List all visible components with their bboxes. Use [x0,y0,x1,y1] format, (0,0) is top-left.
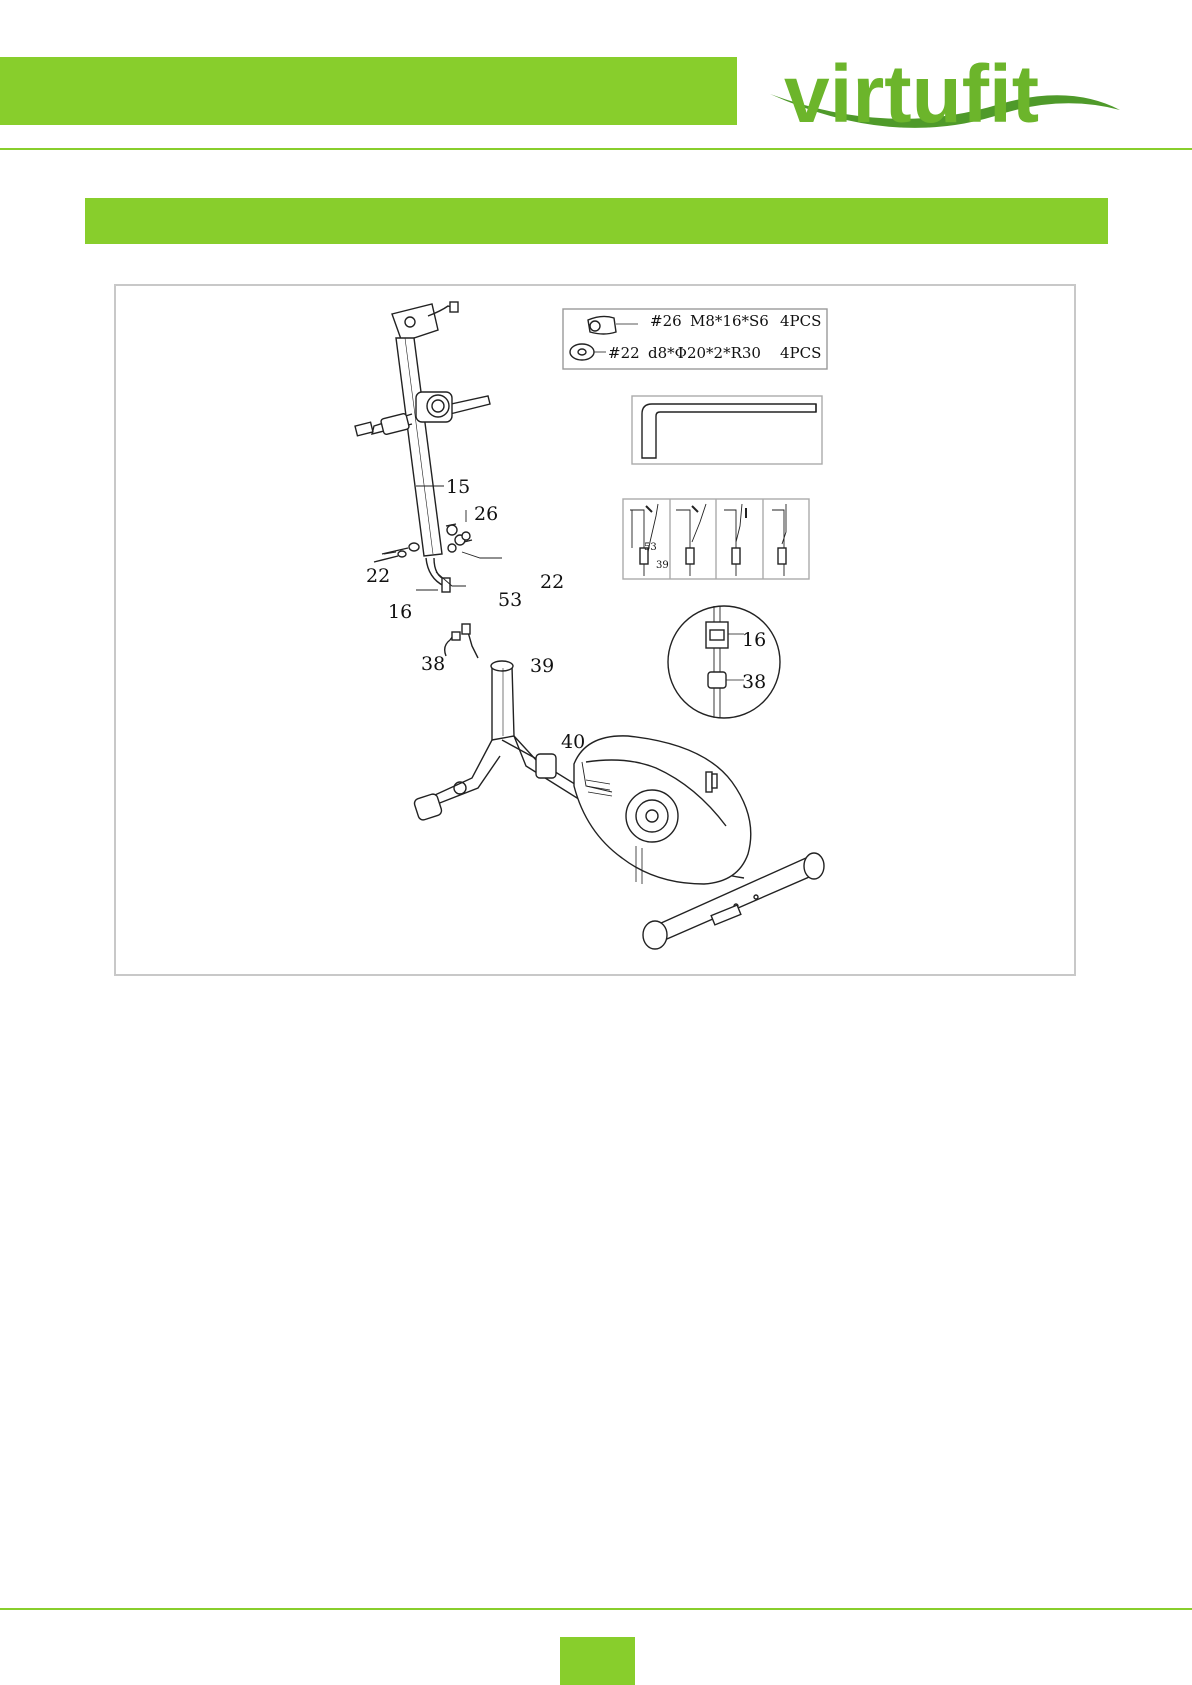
hardware-22-code: #22 [608,344,640,362]
connector-label-16: 16 [742,629,766,651]
hardware-22-spec: d8*Φ20*2*R30 [648,344,761,362]
part-label-26: 26 [474,503,498,525]
header-band [0,57,737,125]
part-label-39: 39 [530,655,554,677]
allen-key-box [632,396,822,464]
cable-routing-steps [623,499,809,579]
connector-label-38: 38 [742,671,766,693]
part-label-40: 40 [561,731,585,753]
logo-text: virtufit [784,49,1039,136]
upright-post [355,302,490,592]
brand-logo: virtufit [770,36,1122,136]
part-label-22-left: 22 [366,565,390,587]
connector-detail [668,606,780,718]
section-title-bar [85,198,1108,244]
part-label-22-right: 22 [540,571,564,593]
footer-rule [0,1608,1192,1610]
cable-step-label-53: 53 [644,542,657,553]
header-rule [0,148,1192,150]
part-label-15: 15 [446,476,470,498]
part-label-38: 38 [421,653,445,675]
hardware-26-code: #26 [650,312,682,330]
flywheel-cover [574,736,751,884]
assembly-drawing: #26 M8*16*S6 4PCS #22 d8*Φ20*2*R30 4PCS … [116,286,1074,974]
hardware-26-spec: M8*16*S6 [690,312,769,330]
page-number-box [560,1637,635,1685]
part-label-16: 16 [388,601,412,623]
hardware-26-qty: 4PCS [780,312,821,330]
part-label-53: 53 [498,589,522,611]
cable-step-label-39: 39 [656,560,669,571]
hardware-22-qty: 4PCS [780,344,821,362]
assembly-figure: #26 M8*16*S6 4PCS #22 d8*Φ20*2*R30 4PCS … [114,284,1076,976]
